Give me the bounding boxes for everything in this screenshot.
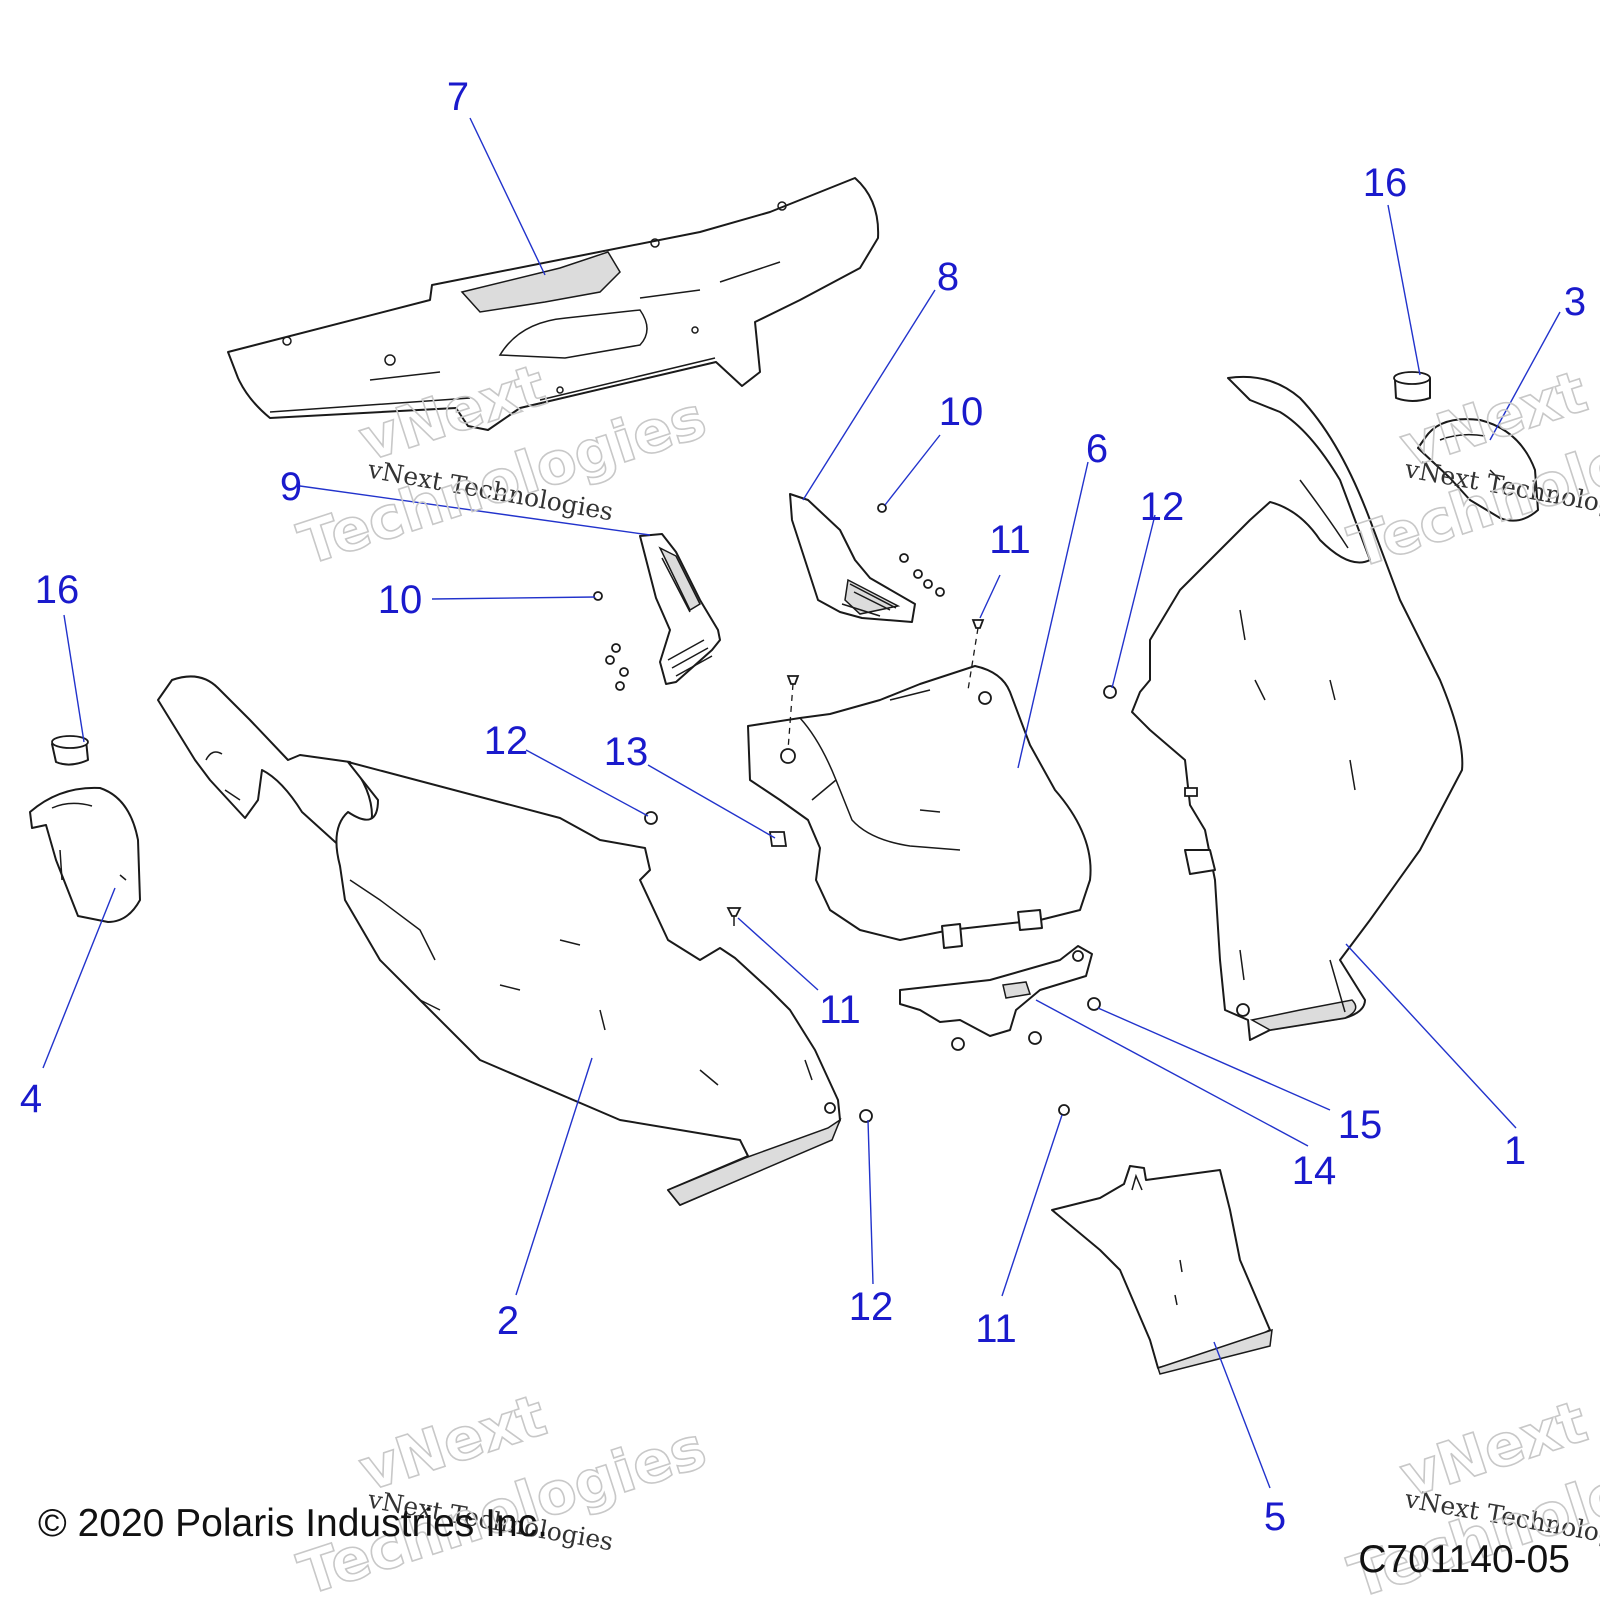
part-1-right-side-panel	[1131, 375, 1464, 1041]
part-3-right-vent-duct	[1417, 418, 1539, 522]
callout-1: 1	[1504, 1129, 1526, 1173]
part-9-left-vent-grille	[639, 533, 721, 685]
part-8-right-vent-grille	[789, 493, 916, 623]
callout-12-left: 12	[484, 719, 529, 763]
callout-2: 2	[497, 1299, 519, 1343]
part-6-center-hood	[747, 665, 1092, 949]
callout-7: 7	[447, 75, 469, 119]
callout-4: 4	[20, 1077, 42, 1121]
callout-3: 3	[1564, 280, 1586, 324]
copyright-notice: © 2020 Polaris Industries Inc.	[38, 1502, 548, 1545]
part-4-left-vent-duct	[29, 786, 141, 923]
callout-11-upper: 11	[989, 518, 1031, 562]
callout-10-left: 10	[378, 578, 423, 622]
callout-6: 6	[1086, 427, 1108, 471]
callout-12-lower: 12	[849, 1285, 894, 1329]
watermark-lower-left-big: vNext Technologies	[290, 1380, 715, 1600]
part-5-lower-center-panel	[1051, 1165, 1273, 1375]
part-16-right-clamp	[1393, 371, 1431, 402]
callout-15: 15	[1338, 1103, 1383, 1147]
diagram-code: C701140-05	[1358, 1538, 1570, 1581]
callout-13: 13	[604, 730, 649, 774]
part-2-left-side-panel	[157, 675, 842, 1206]
leader-lines	[42, 117, 1561, 1489]
part-7-front-panel	[227, 177, 880, 431]
callout-16-right: 16	[1363, 161, 1408, 205]
hardware-fasteners	[593, 503, 1117, 1123]
part-14-bracket	[899, 945, 1093, 1037]
callout-11-lower: 11	[975, 1307, 1017, 1351]
watermark-upper-right-big: vNext Technologies	[1340, 356, 1600, 582]
callout-12-right: 12	[1140, 485, 1185, 529]
part-16-left-clamp	[51, 735, 89, 766]
callout-14: 14	[1292, 1149, 1337, 1193]
callout-8: 8	[937, 255, 959, 299]
callout-11-middle: 11	[819, 988, 861, 1032]
callout-10-upper: 10	[939, 390, 984, 434]
callout-16-left: 16	[35, 568, 80, 612]
callout-9: 9	[280, 465, 302, 509]
callout-5: 5	[1264, 1495, 1286, 1539]
callout-labels: 1 2 3 4 5 6 7 8 9 10 10 11 11 11 12 12 1…	[20, 75, 1586, 1539]
